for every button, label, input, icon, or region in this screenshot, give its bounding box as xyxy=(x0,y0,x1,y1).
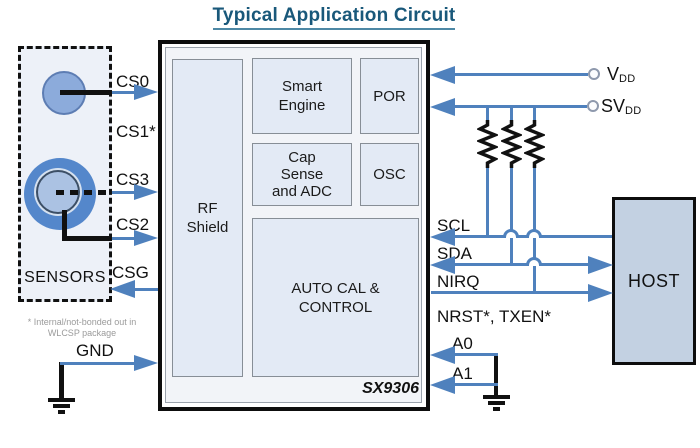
cs0-arrowhead xyxy=(134,84,158,100)
svdd-terminal-circle xyxy=(587,100,599,112)
cs0-trace xyxy=(60,90,112,95)
vdd-base: V xyxy=(607,64,620,84)
auto-cal-line2: CONTROL xyxy=(298,298,373,316)
right-gnd-bar3 xyxy=(493,407,500,411)
vdd-wire xyxy=(453,73,588,76)
chip-part-number: SX9306 xyxy=(362,380,419,397)
vdd-terminal-circle xyxy=(588,68,600,80)
cs0-wire xyxy=(112,91,138,94)
host-label: HOST xyxy=(627,270,680,291)
svdd-subscript: DD xyxy=(625,105,642,117)
scl-hop-2 xyxy=(526,229,542,238)
right-gnd-bar2 xyxy=(488,401,505,405)
block-rf-shield: RF Shield xyxy=(172,59,243,377)
csg-arrowhead xyxy=(110,280,135,298)
block-smart-engine: Smart Engine xyxy=(252,58,352,134)
page-title-wrap: Typical Application Circuit xyxy=(158,5,510,30)
nirq-wire xyxy=(431,291,589,294)
block-cap-sense: Cap Sense and ADC xyxy=(252,143,352,206)
gnd-symbol-bar2 xyxy=(53,404,70,408)
sda-arrowhead-right xyxy=(588,256,613,274)
nirq-arrowhead xyxy=(588,284,613,302)
sensors-label: SENSORS xyxy=(24,269,106,286)
pullup2-wire-top xyxy=(510,107,513,122)
cs3-wire xyxy=(112,191,138,194)
cap-sense-line2: Sense xyxy=(280,166,324,183)
block-por: POR xyxy=(360,58,419,134)
sda-arrowhead-left xyxy=(430,256,455,274)
resistor-scl xyxy=(477,120,498,168)
cs2-wire xyxy=(112,237,138,240)
pin-label-nrst-txen: NRST*, TXEN* xyxy=(437,307,551,326)
cs3-arrowhead xyxy=(134,184,158,200)
pullup1-wire-top xyxy=(486,107,489,122)
a0-wire xyxy=(453,353,498,356)
rf-shield-line2: Shield xyxy=(186,219,229,236)
gnd-trace-vertical xyxy=(59,362,64,398)
cs2-trace-horizontal xyxy=(62,236,112,241)
gnd-symbol-bar1 xyxy=(48,398,75,402)
gnd-arrowhead xyxy=(134,355,158,371)
pullup3-wire-top xyxy=(533,107,536,122)
a0a1-ground-trace xyxy=(494,353,498,395)
gnd-symbol-bar3 xyxy=(58,410,65,414)
footnote-line1: * Internal/not-bonded out in xyxy=(27,317,137,327)
right-gnd-bar1 xyxy=(483,395,510,399)
a1-arrowhead xyxy=(430,376,455,394)
por-label: POR xyxy=(373,87,406,105)
scl-arrowhead-left xyxy=(430,228,455,246)
sda-wire xyxy=(453,263,589,266)
page-title: Typical Application Circuit xyxy=(212,5,456,30)
smart-engine-line2: Engine xyxy=(278,97,326,114)
footnote-line2: WLCSP package xyxy=(47,328,117,338)
host-box: HOST xyxy=(612,197,696,365)
svdd-base: SV xyxy=(601,96,626,116)
pin-label-cs1: CS1* xyxy=(116,122,156,141)
sda-hop xyxy=(526,257,542,266)
auto-cal-line1: AUTO CAL & xyxy=(291,279,380,297)
cap-sense-line3: and ADC xyxy=(271,183,333,200)
pin-label-nirq: NIRQ xyxy=(437,272,480,291)
pin-label-vdd: VDD xyxy=(607,64,636,85)
cs3-dashed-trace xyxy=(56,190,112,195)
vdd-arrowhead xyxy=(430,66,455,84)
svdd-arrowhead xyxy=(430,98,455,116)
pin-label-a1: A1 xyxy=(452,364,473,383)
a0-arrowhead xyxy=(430,346,455,364)
block-auto-cal: AUTO CAL & CONTROL xyxy=(252,218,419,377)
rf-shield-line1: RF xyxy=(197,200,218,217)
wlcsp-footnote: * Internal/not-bonded out in WLCSP packa… xyxy=(12,317,152,339)
pin-label-gnd: GND xyxy=(76,341,114,360)
pin-label-a0: A0 xyxy=(452,334,473,353)
pin-label-csg: CSG xyxy=(112,263,149,282)
resistor-nirq xyxy=(524,120,545,168)
scl-hop-1 xyxy=(503,229,519,238)
pullup2-wire-bottom xyxy=(510,166,513,265)
a1-wire xyxy=(453,383,498,386)
vdd-subscript: DD xyxy=(619,73,636,85)
smart-engine-line1: Smart xyxy=(281,78,322,95)
block-osc: OSC xyxy=(360,143,419,206)
pin-label-svdd: SVDD xyxy=(601,96,642,117)
cap-sense-line1: Cap xyxy=(288,149,316,166)
gnd-wire xyxy=(60,362,136,365)
csg-wire xyxy=(133,288,158,291)
pin-label-cs2: CS2 xyxy=(116,215,150,234)
resistor-sda xyxy=(501,120,522,168)
osc-label: OSC xyxy=(373,166,406,183)
pullup1-wire-bottom xyxy=(486,166,489,237)
svdd-wire xyxy=(453,105,587,108)
cs2-arrowhead xyxy=(134,230,158,246)
cs2-trace-vertical xyxy=(62,210,67,241)
